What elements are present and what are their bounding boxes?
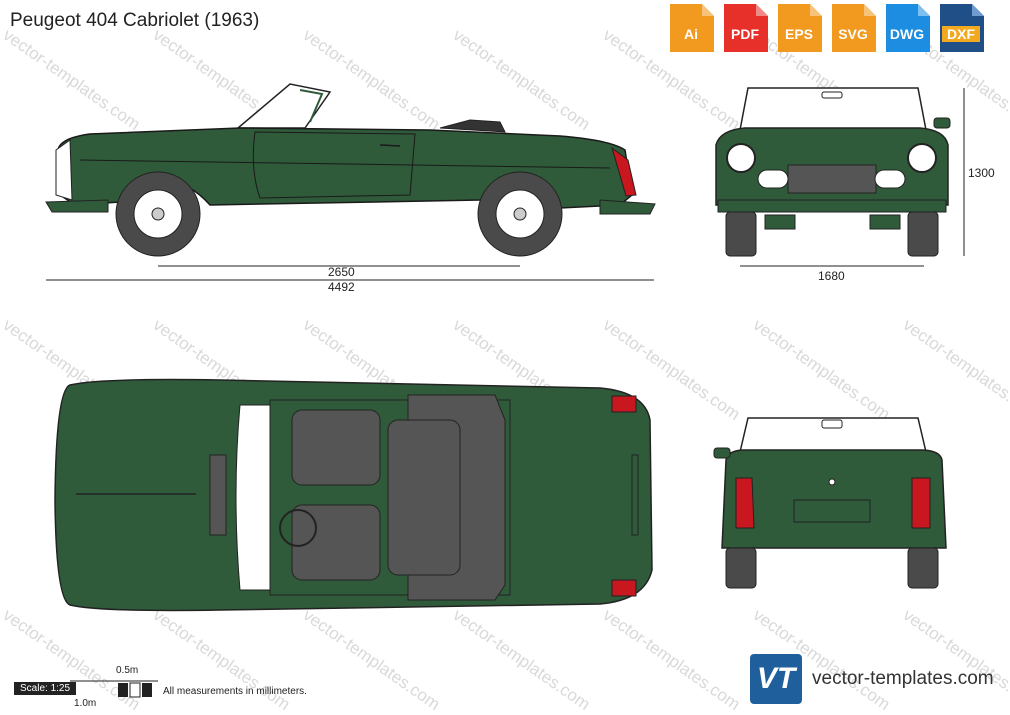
format-label: DWG <box>889 26 925 42</box>
top-view <box>54 378 653 612</box>
format-label: DXF <box>942 26 980 42</box>
height-dimension: 1300 <box>968 166 995 180</box>
format-label: Ai <box>684 26 698 42</box>
scale-half-label: 0.5m <box>116 665 139 676</box>
file-pdf-icon[interactable]: PDF <box>722 4 768 52</box>
file-ai-icon[interactable]: Ai <box>668 4 714 52</box>
brand[interactable]: VT vector-templates.com <box>750 654 994 704</box>
format-icons: Ai PDF EPS SVG DWG DXF <box>668 4 984 52</box>
format-label: PDF <box>731 26 759 42</box>
width-dimension: 1680 <box>818 269 845 283</box>
rear-view <box>713 417 947 589</box>
wheelbase-dimension: 2650 <box>328 265 355 279</box>
file-eps-icon[interactable]: EPS <box>776 4 822 52</box>
length-dimension: 4492 <box>328 280 355 294</box>
format-label: SVG <box>838 26 868 42</box>
file-dwg-icon[interactable]: DWG <box>884 4 930 52</box>
file-dxf-icon[interactable]: DXF <box>938 4 984 52</box>
brand-text: vector-templates.com <box>812 668 994 689</box>
scale-bar: 0.5m Scale: 1:25 1.0m <box>10 665 160 710</box>
format-label: EPS <box>784 26 813 42</box>
side-view: 2650 4492 <box>45 83 656 294</box>
scale-label: Scale: 1:25 <box>14 682 77 695</box>
measurement-note: All measurements in millimeters. <box>163 686 307 697</box>
front-view: 1680 1300 <box>715 87 995 283</box>
file-svg-icon[interactable]: SVG <box>830 4 876 52</box>
scale-full-label: 1.0m <box>74 698 97 709</box>
brand-logo-icon: VT <box>750 654 802 704</box>
page-title: Peugeot 404 Cabriolet (1963) <box>10 10 260 31</box>
